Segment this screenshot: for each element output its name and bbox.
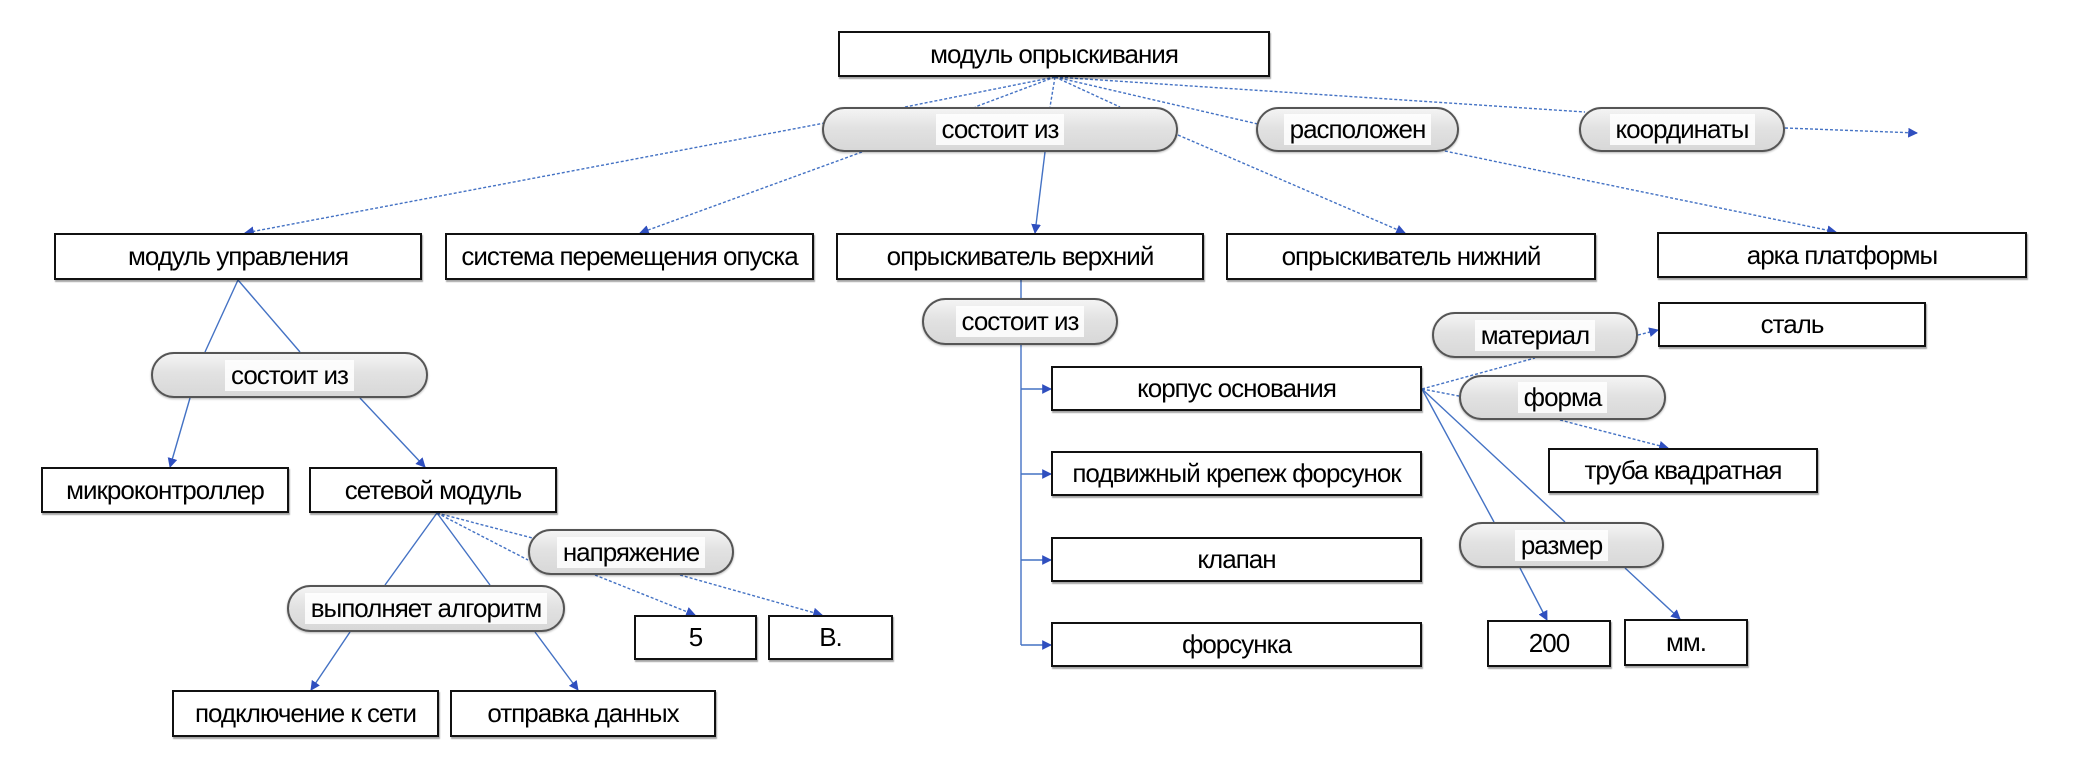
relation-upper-consists-of[interactable]: состоит из xyxy=(922,298,1118,345)
relation-shape[interactable]: форма xyxy=(1459,375,1666,420)
concept-label: система перемещения опуска xyxy=(461,241,798,271)
concept-upper-sprayer[interactable]: опрыскиватель верхний xyxy=(836,233,1204,280)
relation-label: материал xyxy=(1474,319,1596,351)
relation-label: состоит из xyxy=(225,359,354,391)
concept-lower-sprayer[interactable]: опрыскиватель нижний xyxy=(1226,233,1596,280)
concept-control-module[interactable]: модуль управления xyxy=(54,233,422,280)
concept-shape-value[interactable]: труба квадратная xyxy=(1548,448,1818,493)
edge-voltage-to-5 xyxy=(594,574,696,617)
edge-control-to-rel-a xyxy=(204,279,239,353)
concept-root[interactable]: модуль опрыскивания xyxy=(838,31,1270,77)
edge-size-to-200 xyxy=(1519,567,1548,621)
edge-root-to-consists-c xyxy=(1049,76,1056,108)
concept-microcontroller[interactable]: микроконтроллер xyxy=(41,467,289,513)
concept-network-module[interactable]: сетевой модуль xyxy=(309,467,557,513)
relation-material[interactable]: материал xyxy=(1432,312,1638,358)
edge-consists-to-control xyxy=(244,121,831,237)
edge-base-to-shape xyxy=(1421,388,1460,397)
edge-located-to-arch xyxy=(1439,149,1837,236)
edge-control-to-rel-b xyxy=(237,279,301,353)
concept-label: арка платформы xyxy=(1746,239,1938,270)
concept-voltage-unit[interactable]: В. xyxy=(768,615,893,660)
concept-label: мм. xyxy=(1666,627,1707,657)
edge-consists-to-lift xyxy=(639,151,863,235)
relation-label: форма xyxy=(1517,382,1608,413)
concept-label: форсунка xyxy=(1181,629,1292,659)
concept-material-value[interactable]: сталь xyxy=(1658,302,1926,347)
concept-label: подвижный крепеж форсунок xyxy=(1072,458,1401,488)
concept-voltage-value[interactable]: 5 xyxy=(634,615,757,660)
edge-root-to-consists-b xyxy=(974,76,1056,108)
concept-data-send[interactable]: отправка данных xyxy=(450,690,716,737)
concept-nozzle[interactable]: форсунка xyxy=(1051,622,1422,667)
edge-network-to-exec-b xyxy=(436,512,491,586)
concept-label: опрыскиватель верхний xyxy=(886,241,1155,271)
relation-executes-algorithm[interactable]: выполняет алгоритм xyxy=(287,585,565,632)
edge-size-to-mm xyxy=(1624,567,1681,620)
relation-voltage[interactable]: напряжение xyxy=(528,529,734,575)
edge-coordinates-to-target xyxy=(1784,127,1918,138)
concept-valve[interactable]: клапан xyxy=(1051,537,1422,582)
relation-size[interactable]: размер xyxy=(1459,522,1664,568)
concept-label: модуль опрыскивания xyxy=(930,38,1179,69)
edge-network-to-voltage-b xyxy=(436,512,529,561)
edge-exec-to-connect xyxy=(310,631,351,691)
edge-root-to-consists-a xyxy=(904,76,1056,108)
concept-size-value[interactable]: 200 xyxy=(1487,620,1611,667)
concept-size-unit[interactable]: мм. xyxy=(1624,619,1748,666)
edge-voltage-to-v xyxy=(679,574,823,618)
concept-label: сталь xyxy=(1760,309,1825,339)
concept-label: микроконтроллер xyxy=(66,474,265,505)
concept-label: сетевой модуль xyxy=(344,474,522,505)
edge-consists-to-upper xyxy=(1031,151,1046,234)
concept-nozzle-mount[interactable]: подвижный крепеж форсунок xyxy=(1051,451,1422,496)
relation-label: расположен xyxy=(1283,114,1432,145)
relation-located[interactable]: расположен xyxy=(1256,107,1459,152)
edge-network-to-exec-a xyxy=(384,512,438,586)
edge-rel-to-network xyxy=(359,397,426,468)
relation-root-consists-of[interactable]: состоит из xyxy=(822,107,1178,152)
relation-label: напряжение xyxy=(556,536,706,568)
concept-label: опрыскиватель нижний xyxy=(1281,241,1542,271)
concept-network-connect[interactable]: подключение к сети xyxy=(172,690,439,737)
relation-label: координаты xyxy=(1609,114,1755,145)
concept-base-body[interactable]: корпус основания xyxy=(1051,366,1422,411)
relation-coordinates[interactable]: координаты xyxy=(1579,107,1785,152)
concept-label: В. xyxy=(819,622,843,652)
edge-rel-to-micro xyxy=(167,397,191,468)
concept-label: отправка данных xyxy=(487,698,679,728)
edge-network-to-voltage-a xyxy=(436,512,541,541)
relation-label: размер xyxy=(1514,529,1609,561)
concept-label: подключение к сети xyxy=(194,698,417,728)
relation-label: состоит из xyxy=(935,114,1065,145)
concept-platform-arch[interactable]: арка платформы xyxy=(1657,232,2027,278)
relation-label: выполняет алгоритм xyxy=(304,593,548,624)
edge-material-to-steel xyxy=(1637,327,1659,337)
concept-label: труба квадратная xyxy=(1584,455,1782,485)
edge-shape-to-pipe xyxy=(1559,419,1669,451)
relation-label: состоит из xyxy=(955,306,1085,337)
concept-label: модуль управления xyxy=(127,241,349,271)
concept-label: 5 xyxy=(688,622,704,652)
concept-label: 200 xyxy=(1528,628,1570,658)
concept-label: клапан xyxy=(1197,544,1276,574)
edge-exec-to-send xyxy=(534,631,579,691)
concept-label: корпус основания xyxy=(1137,373,1337,403)
concept-lift-system[interactable]: система перемещения опуска xyxy=(445,233,814,280)
relation-control-consists-of[interactable]: состоит из xyxy=(151,352,428,398)
edge-root-to-consists-d xyxy=(1054,76,1121,108)
